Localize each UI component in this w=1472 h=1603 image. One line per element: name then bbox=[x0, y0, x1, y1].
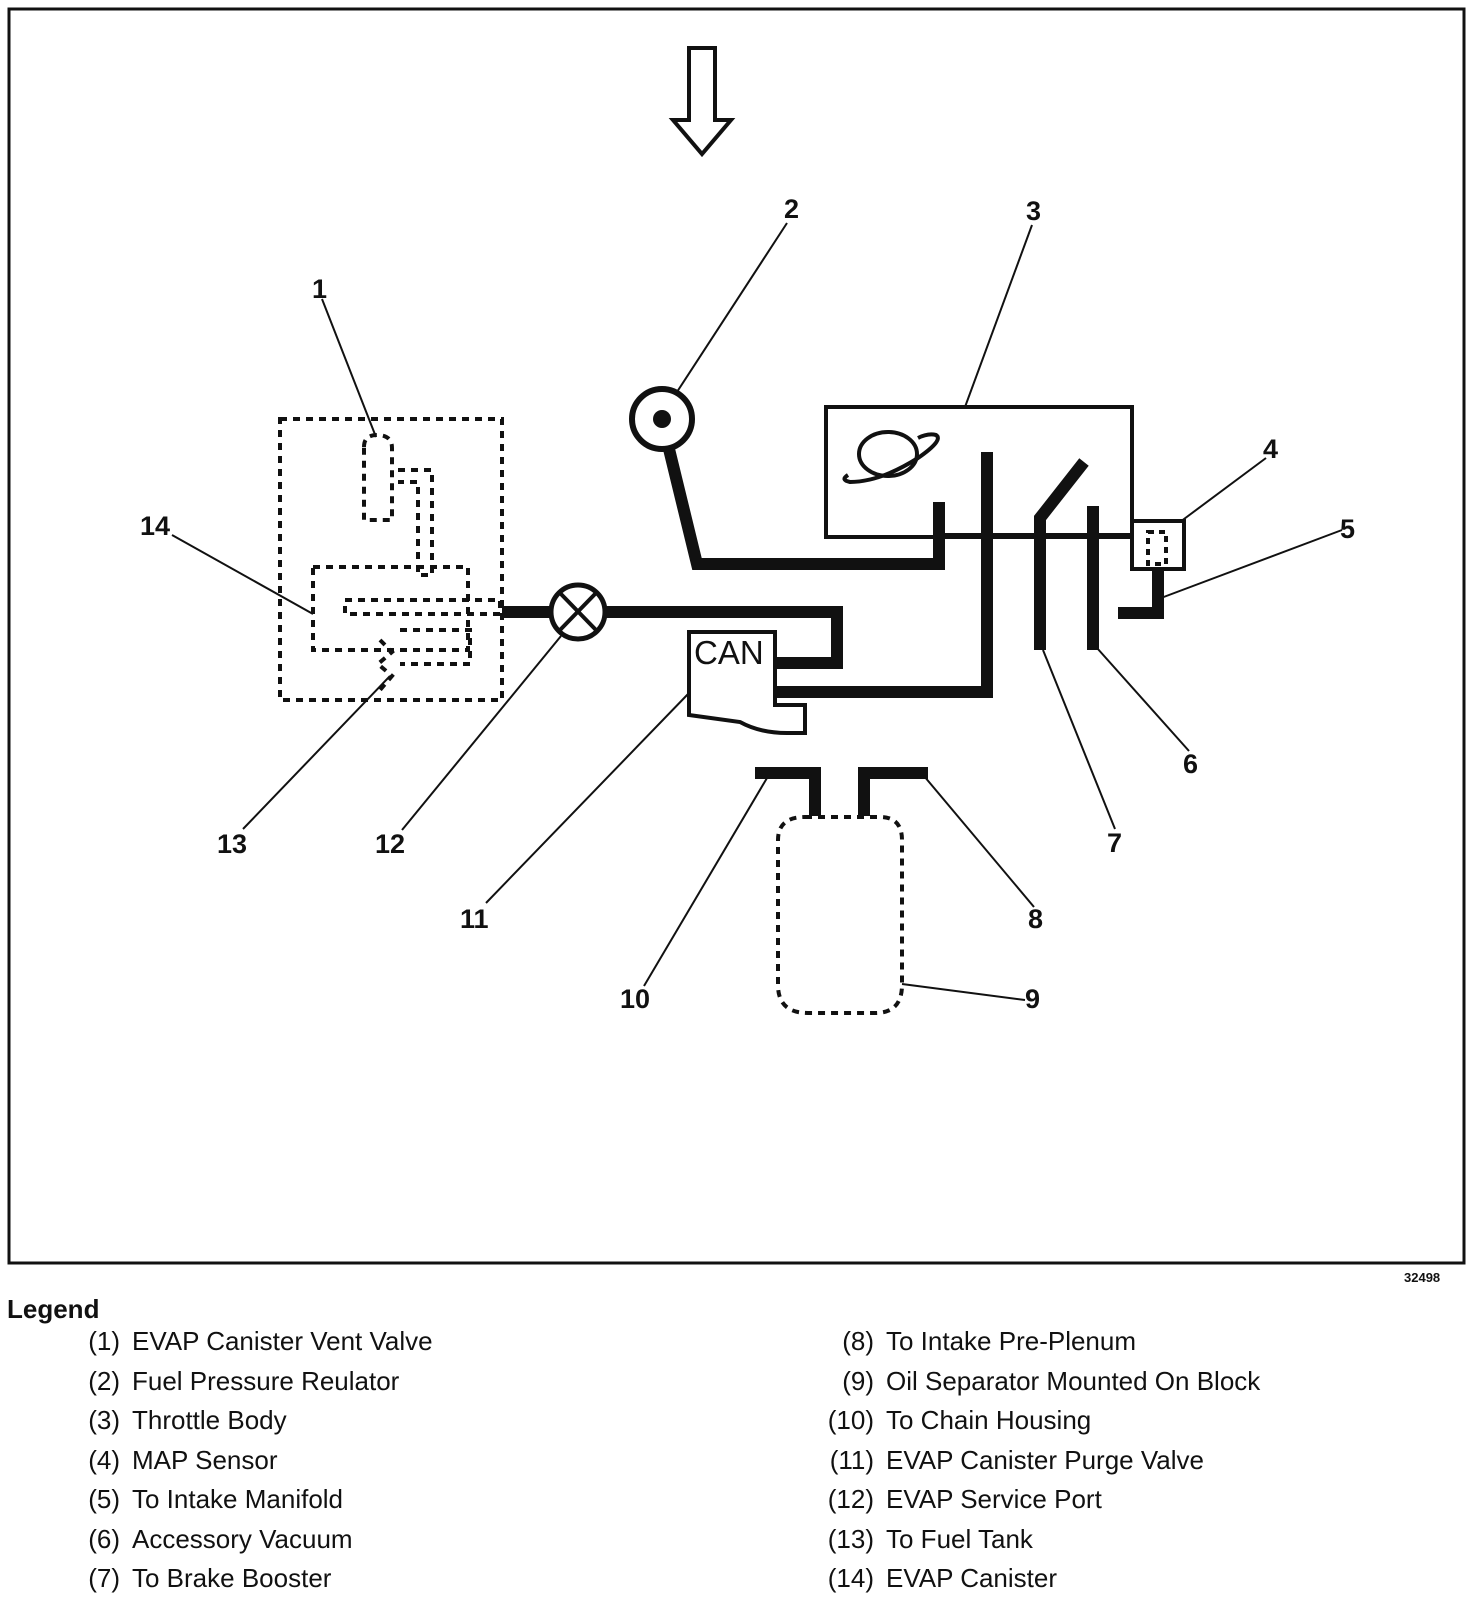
diagram-frame bbox=[7, 7, 1466, 1265]
legend-item: (5)To Intake Manifold bbox=[88, 1484, 344, 1514]
callout-2: 2 bbox=[784, 194, 799, 224]
legend-item: (9)Oil Separator Mounted On Block bbox=[842, 1365, 1261, 1396]
legend-right-column: (8)To Intake Pre-Plenum (9)Oil Separator… bbox=[818, 1326, 1261, 1603]
legend-item: (6)Accessory Vacuum bbox=[88, 1523, 353, 1554]
legend-item: (11)EVAP Canister Purge Valve bbox=[829, 1444, 1204, 1475]
callout-8: 8 bbox=[1028, 904, 1043, 934]
callout-10: 10 bbox=[620, 984, 650, 1014]
callout-7: 7 bbox=[1107, 828, 1122, 858]
callout-12: 12 bbox=[375, 829, 405, 859]
legend-title: Legend bbox=[7, 1294, 100, 1324]
legend-item: (13)To Fuel Tank bbox=[827, 1523, 1033, 1554]
figure-id: 32498 bbox=[1404, 1270, 1441, 1285]
front-direction-arrow-icon bbox=[668, 46, 736, 158]
callout-3: 3 bbox=[1026, 196, 1041, 226]
callout-9: 9 bbox=[1025, 984, 1040, 1014]
legend-item: (3)Throttle Body bbox=[88, 1405, 287, 1435]
evap-canister-purge-valve: CAN bbox=[687, 630, 807, 735]
legend-item: (10)To Chain Housing bbox=[827, 1405, 1092, 1435]
callout-4: 4 bbox=[1263, 434, 1278, 464]
vacuum-hose-routing-diagram: CAN 1 2 3 4 5 6 7 8 9 10 11 12 13 14 bbox=[7, 7, 1466, 1265]
callout-11: 11 bbox=[460, 904, 489, 934]
legend-item: (1)EVAP Canister Vent Valve bbox=[88, 1326, 433, 1356]
evap-service-port bbox=[548, 582, 608, 642]
purge-valve-label: CAN bbox=[694, 634, 764, 671]
callout-numbers: 1 2 3 4 5 6 7 8 9 10 11 12 13 14 bbox=[140, 194, 1355, 1014]
callout-5: 5 bbox=[1340, 514, 1355, 544]
throttle-body bbox=[824, 405, 1134, 539]
legend-item: (12)EVAP Service Port bbox=[827, 1484, 1102, 1514]
legend-left-column: (1)EVAP Canister Vent Valve (2)Fuel Pres… bbox=[70, 1326, 433, 1603]
callout-14: 14 bbox=[140, 511, 170, 541]
callout-6: 6 bbox=[1183, 749, 1198, 779]
callout-1: 1 bbox=[312, 274, 327, 304]
callout-13: 13 bbox=[217, 829, 247, 859]
legend-item: (14)EVAP Canister bbox=[827, 1563, 1058, 1593]
legend-item: (2)Fuel Pressure Reulator bbox=[88, 1365, 400, 1396]
oil-separator bbox=[776, 815, 904, 1015]
legend-item: (7)To Brake Booster bbox=[88, 1563, 332, 1593]
evap-canister bbox=[278, 417, 504, 702]
fuel-pressure-regulator bbox=[629, 386, 695, 452]
legend-item: (4)MAP Sensor bbox=[88, 1444, 278, 1475]
leader-lines bbox=[171, 222, 1343, 1001]
vacuum-hoses bbox=[502, 447, 1164, 816]
map-sensor bbox=[1130, 519, 1186, 571]
legend-item: (8)To Intake Pre-Plenum bbox=[842, 1326, 1137, 1356]
